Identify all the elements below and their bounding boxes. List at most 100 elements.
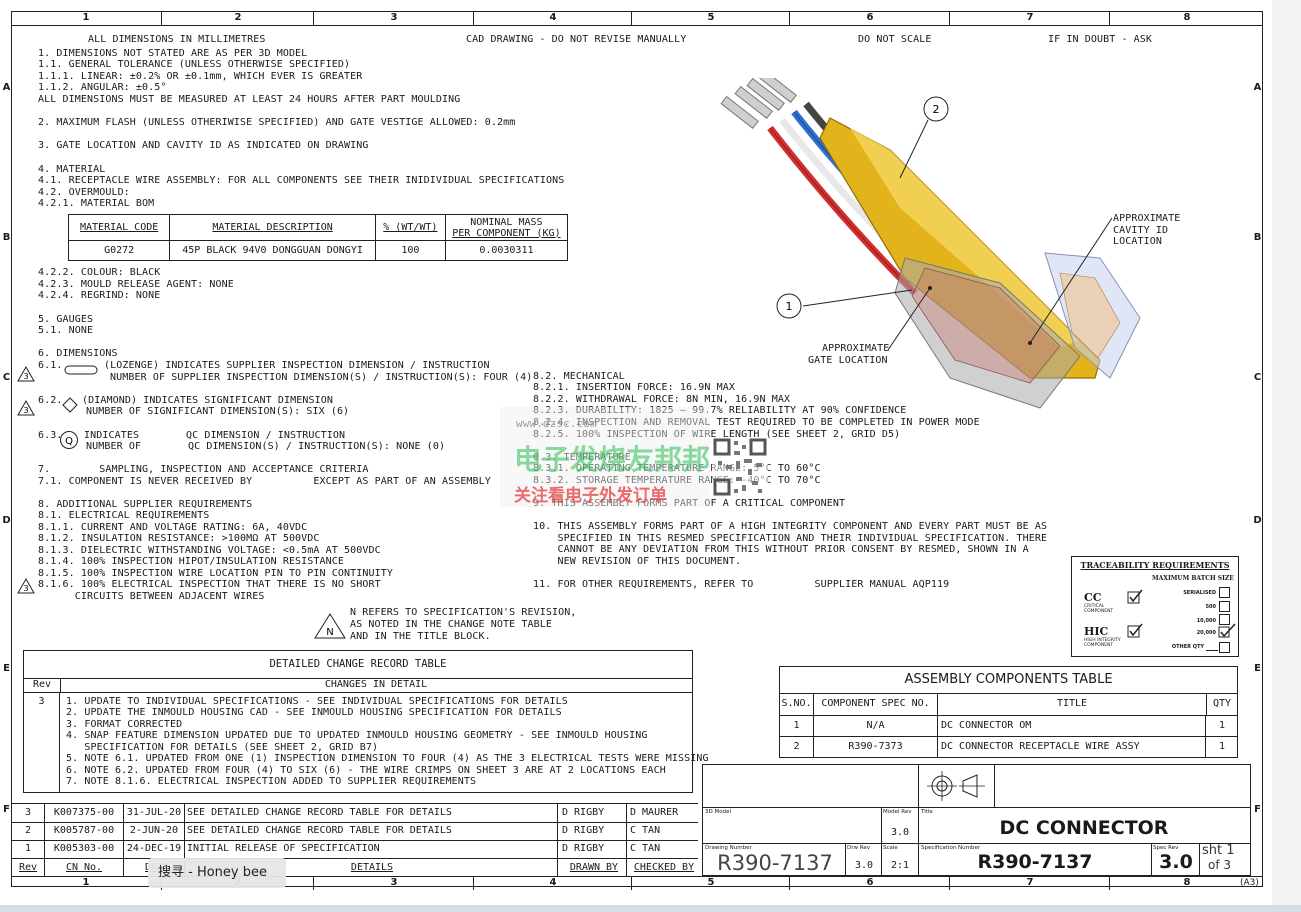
doubt-note: IF IN DOUBT - ASK	[1048, 34, 1153, 45]
note-6: 6. DIMENSIONS	[38, 348, 118, 359]
change-line-5: SPECIFICATION FOR DETAILS (SEE SHEET 2, …	[66, 742, 379, 753]
assembly-row-1-qty: 1	[1218, 720, 1226, 731]
note-10-2: SPECIFIED IN THIS RESMED SPECIFICATION A…	[533, 533, 1048, 544]
material-pct: 100	[374, 240, 446, 261]
scale-value: 2:1	[890, 860, 910, 871]
assembly-row-1-sno: 1	[780, 715, 814, 736]
revision-note-3: AND IN THE TITLE BLOCK.	[350, 631, 491, 642]
note-measure: ALL DIMENSIONS MUST BE MEASURED AT LEAST…	[38, 94, 461, 105]
revision-note-2: AS NOTED IN THE CHANGE NOTE TABLE	[350, 619, 552, 630]
serialised-checkbox	[1219, 587, 1230, 598]
traceability-title: TRACEABILITY REQUIREMENTS	[1080, 560, 1230, 570]
material-desc: 45P BLACK 94V0 DONGGUAN DONGYI	[169, 240, 376, 261]
history-row-3-date: 24-DEC-19	[124, 840, 185, 858]
qr-code-icon	[712, 437, 768, 497]
hic-label: HIC	[1084, 625, 1109, 638]
history-row-2-cn: K005787-00	[45, 822, 124, 840]
batch-500-checkbox	[1219, 601, 1230, 612]
zone-col-2: 2	[161, 11, 314, 25]
zone-row-d-left: D	[2, 515, 11, 526]
svg-text:2: 2	[933, 103, 940, 116]
zone-col-3: 3	[313, 11, 474, 25]
revision-triangle-icon: 3	[17, 366, 35, 382]
gate-label-2: GATE LOCATION	[808, 355, 888, 366]
cc-label: CC	[1084, 591, 1102, 604]
material-header-mass-2: PER COMPONENT (KG)	[452, 227, 561, 239]
drw-rev: 3.0	[854, 860, 874, 871]
history-row-1-details: SEE DETAILED CHANGE RECORD TABLE FOR DET…	[187, 804, 558, 822]
zone-col-6: 6	[789, 11, 950, 25]
history-row-3-details: INITIAL RELEASE OF SPECIFICATION	[187, 840, 558, 858]
cavity-label-1: APPROXIMATE	[1113, 213, 1181, 224]
horizontal-scrollbar[interactable]	[0, 905, 1301, 912]
zone-row-b-left: B	[2, 232, 11, 243]
spec-rev: 3.0	[1159, 851, 1193, 873]
zone-col-7: 7	[949, 11, 1110, 25]
zone-col-8-bottom: 8	[1109, 876, 1264, 890]
note-8-1-2: 8.1.2. INSULATION RESISTANCE: >100MΩ AT …	[38, 533, 320, 544]
units-note: ALL DIMENSIONS IN MILLIMETRES	[88, 34, 266, 45]
note-8-3: 8.3. TEMPERATURE	[533, 452, 631, 463]
svg-text:3: 3	[23, 584, 28, 593]
zone-col-3-bottom: 3	[313, 876, 474, 890]
zone-row-d-right: D	[1253, 515, 1262, 526]
projection-cell	[918, 765, 995, 807]
other-qty-line	[1206, 650, 1218, 651]
assembly-row-1: 1 N/A DC CONNECTOR OM 1	[780, 715, 1237, 737]
zone-row-f-left: F	[3, 804, 10, 815]
model-label: 3D Model	[705, 809, 731, 815]
batch-20000-checkbox-checked-icon	[1218, 623, 1236, 638]
svg-text:3: 3	[23, 372, 28, 381]
note-7-1: 7.1. COMPONENT IS NEVER RECEIVED BY EXCE…	[38, 476, 491, 487]
zone-col-7-bottom: 7	[949, 876, 1110, 890]
note-5: 5. GAUGES	[38, 314, 94, 325]
note-4-2-2: 4.2.2. COLOUR: BLACK	[38, 267, 161, 278]
cavity-label-2: CAVITY ID	[1113, 225, 1169, 236]
note-7: 7. SAMPLING, INSPECTION AND ACCEPTANCE C…	[38, 464, 369, 475]
assembly-row-2: 2 R390-7373 DC CONNECTOR RECEPTACLE WIRE…	[780, 736, 1237, 757]
zone-col-4-bottom: 4	[473, 876, 632, 890]
note-6-2-label: 6.2.	[38, 395, 63, 406]
search-suggestion-popup[interactable]: 搜寻 - Honey bee	[148, 858, 286, 888]
batch-10000-checkbox	[1219, 614, 1230, 625]
note-6-2-text: (DIAMOND) INDICATES SIGNIFICANT DIMENSIO…	[82, 395, 333, 406]
note-6-3-label: 6.3.	[38, 430, 63, 441]
drawing-frame	[11, 11, 1263, 887]
history-row-1: 3 K007375-00 31-JUL-20 SEE DETAILED CHAN…	[12, 804, 698, 823]
zone-row-b-right: B	[1253, 232, 1262, 243]
cc-sublabel: CRITICAL COMPONENT	[1084, 604, 1114, 614]
scale-note: DO NOT SCALE	[858, 34, 932, 45]
revision-n-triangle-icon: N	[314, 613, 346, 639]
watermark-site: www.dzsc.com	[516, 417, 597, 430]
note-8-2-3: 8.2.3. DURABILITY: 1825 – 99.7% RELIABIL…	[533, 405, 907, 416]
drawing-number-label: Drawing Number	[705, 845, 752, 851]
change-line-3: 3. FORMAT CORRECTED	[66, 719, 183, 730]
note-4-1: 4.1. RECEPTACLE WIRE ASSEMBLY: FOR ALL C…	[38, 175, 565, 186]
change-line-8: 7. NOTE 8.1.6. ELECTRICAL INSPECTION ADD…	[66, 776, 477, 787]
drawing-number: R390-7137	[717, 851, 833, 875]
vertical-scrollbar[interactable]	[1272, 0, 1301, 905]
zone-row-a-left: A	[2, 82, 11, 93]
change-col-rev: Rev	[24, 678, 61, 693]
note-8-1-4: 8.1.4. 100% INSPECTION HIPOT/INSULATION …	[38, 556, 345, 567]
qc-circle-icon: Q	[60, 431, 78, 449]
spec-number-label: Specification Number	[921, 845, 981, 851]
note-8-2-5: 8.2.5. 100% INSPECTION OF WIRE LENGTH (S…	[533, 429, 901, 440]
note-4-2-1: 4.2.1. MATERIAL BOM	[38, 198, 155, 209]
size-500: 500	[1205, 604, 1216, 610]
assembly-row-1-spec: N/A	[814, 715, 938, 736]
note-8-2-4: 8.2.4. INSPECTION AND REMOVAL TEST REQUI…	[533, 417, 980, 428]
zone-row-f-right: F	[1254, 804, 1261, 815]
note-6-1-count: NUMBER OF SUPPLIER INSPECTION DIMENSION(…	[110, 372, 533, 383]
history-row-2: 2 K005787-00 2-JUN-20 SEE DETAILED CHANG…	[12, 822, 698, 841]
traceability-box: TRACEABILITY REQUIREMENTS MAXIMUM BATCH …	[1071, 556, 1239, 657]
material-table: MATERIAL CODE MATERIAL DESCRIPTION % (WT…	[67, 214, 569, 261]
title-block: 3D Model Model Rev 3.0 Title DC CONNECTO…	[702, 764, 1251, 876]
material-mass: 0.0030311	[444, 240, 569, 261]
history-row-1-drawn: D RIGBY	[562, 804, 627, 822]
zone-col-8: 8	[1109, 11, 1264, 25]
change-line-4: 4. SNAP FEATURE DIMENSION UPDATED DUE TO…	[66, 730, 648, 741]
assembly-col-sno: S.NO.	[780, 693, 814, 715]
assembly-row-1-title: DC CONNECTOR OM	[941, 715, 1206, 736]
history-row-3-rev: 1	[12, 840, 45, 858]
